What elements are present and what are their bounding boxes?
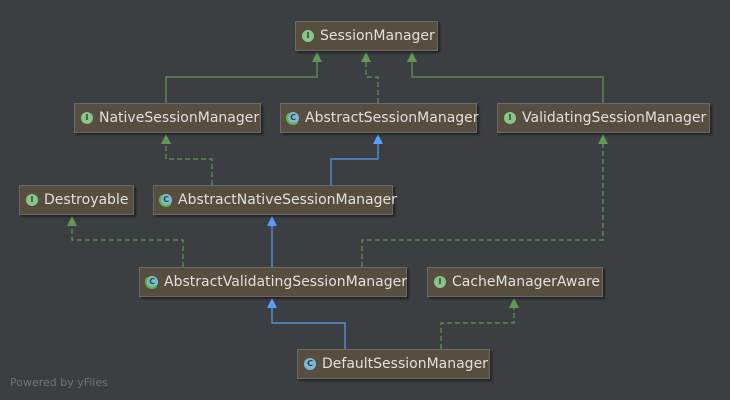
- node-label: AbstractValidatingSessionManager: [164, 274, 408, 290]
- powered-by-footer: Powered by yFiles: [10, 376, 108, 389]
- edge-arrowhead: [509, 298, 519, 308]
- edge-line: [330, 142, 379, 185]
- edge-line: [365, 60, 379, 103]
- edge-arrowhead: [312, 52, 322, 62]
- edge-abstract-validating-session-manager-to-validating-session-manager: [361, 134, 608, 267]
- node-label: Destroyable: [44, 192, 129, 208]
- edge-arrowhead: [267, 216, 277, 226]
- edge-line: [411, 60, 604, 103]
- interface-icon: I: [81, 112, 93, 124]
- edge-line: [165, 60, 318, 103]
- edge-native-session-manager-to-session-manager: [165, 52, 322, 103]
- node-abstract-session-manager[interactable]: C AbstractSessionManager: [280, 103, 479, 133]
- interface-icon: I: [302, 30, 314, 42]
- edge-arrowhead: [161, 134, 171, 144]
- edge-abstract-validating-session-manager-to-abstract-native-session-manager: [267, 216, 277, 267]
- edge-abstract-native-session-manager-to-native-session-manager: [161, 134, 213, 185]
- interface-icon: I: [26, 194, 38, 206]
- edge-abstract-native-session-manager-to-abstract-session-manager: [330, 134, 383, 185]
- abstract-class-icon: C: [159, 193, 173, 207]
- node-session-manager[interactable]: I SessionManager: [295, 21, 438, 51]
- abstract-class-icon: C: [286, 111, 300, 125]
- edge-line: [271, 306, 346, 349]
- class-icon: C: [304, 358, 316, 370]
- edge-arrowhead: [67, 216, 77, 226]
- node-cache-manager-aware[interactable]: I CacheManagerAware: [427, 267, 603, 297]
- node-label: CacheManagerAware: [452, 274, 601, 290]
- edge-default-session-manager-to-abstract-validating-session-manager: [267, 298, 346, 349]
- edge-abstract-validating-session-manager-to-destroyable: [67, 216, 184, 267]
- edge-arrowhead: [407, 52, 417, 62]
- node-destroyable[interactable]: I Destroyable: [19, 185, 134, 215]
- node-label: AbstractNativeSessionManager: [178, 192, 397, 208]
- edge-line: [361, 142, 604, 267]
- edge-line: [440, 306, 515, 349]
- edge-abstract-session-manager-to-session-manager: [361, 52, 379, 103]
- edge-arrowhead: [267, 298, 277, 308]
- edge-arrowhead: [361, 52, 371, 62]
- edge-default-session-manager-to-cache-manager-aware: [440, 298, 519, 349]
- edge-validating-session-manager-to-session-manager: [407, 52, 604, 103]
- node-label: SessionManager: [320, 28, 435, 44]
- interface-icon: I: [434, 276, 446, 288]
- node-label: AbstractSessionManager: [305, 110, 479, 126]
- node-validating-session-manager[interactable]: I ValidatingSessionManager: [497, 103, 710, 133]
- node-abstract-validating-session-manager[interactable]: C AbstractValidatingSessionManager: [139, 267, 407, 297]
- node-default-session-manager[interactable]: C DefaultSessionManager: [297, 349, 490, 379]
- node-label: DefaultSessionManager: [322, 356, 488, 372]
- node-label: ValidatingSessionManager: [522, 110, 707, 126]
- edge-layer: [67, 52, 608, 349]
- edge-arrowhead: [373, 134, 383, 144]
- node-label: NativeSessionManager: [99, 110, 260, 126]
- edge-arrowhead: [598, 134, 608, 144]
- node-native-session-manager[interactable]: I NativeSessionManager: [74, 103, 261, 133]
- interface-icon: I: [504, 112, 516, 124]
- abstract-class-icon: C: [145, 275, 159, 289]
- node-abstract-native-session-manager[interactable]: C AbstractNativeSessionManager: [153, 185, 397, 215]
- edge-line: [71, 224, 184, 267]
- edge-line: [165, 142, 213, 185]
